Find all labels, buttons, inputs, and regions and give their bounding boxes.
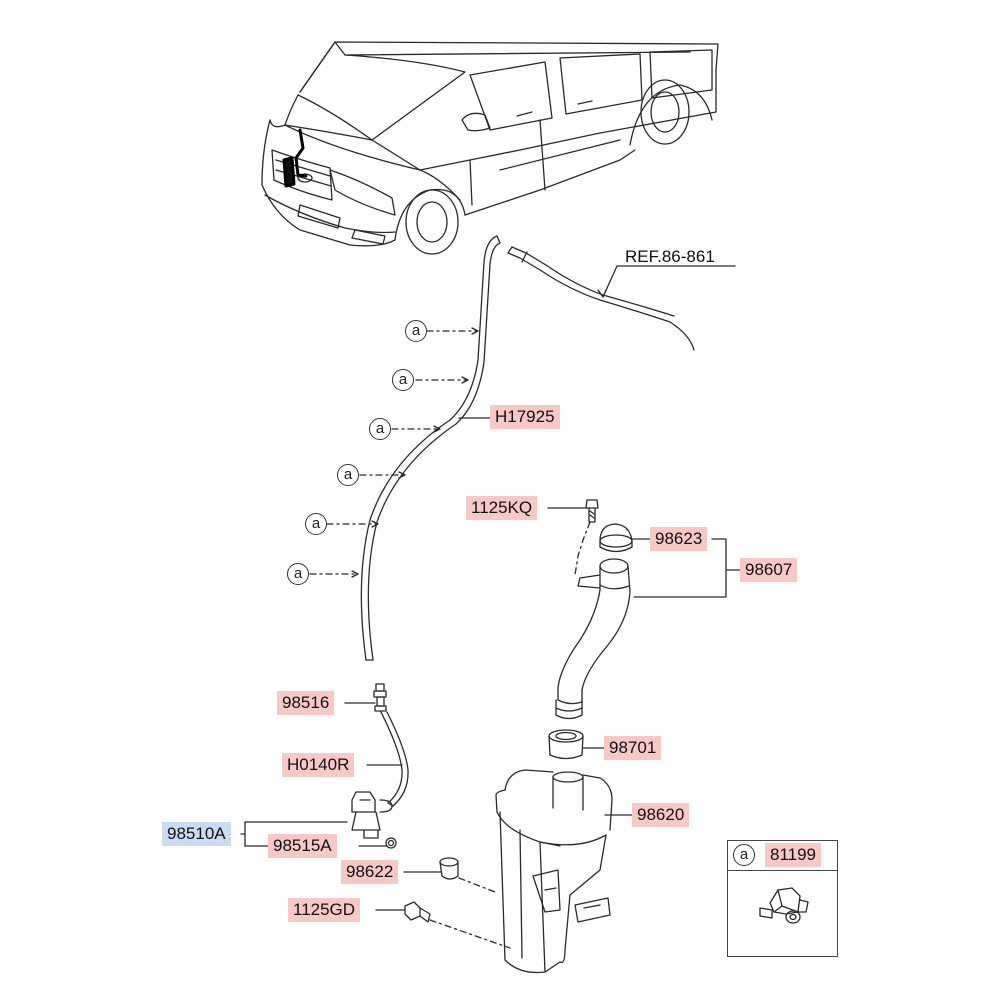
clip-callout-6: a bbox=[287, 563, 309, 585]
part-label-98620: 98620 bbox=[632, 803, 690, 827]
part-label-81199: 81199 bbox=[765, 843, 822, 867]
part-label-98623: 98623 bbox=[650, 527, 708, 551]
clip-callout-arrows bbox=[351, 327, 479, 578]
short-hose-drawing bbox=[366, 711, 409, 807]
part-label-1125kq: 1125KQ bbox=[466, 496, 538, 520]
reservoir-grommet-drawing bbox=[403, 857, 496, 893]
ref-label: REF.86-861 bbox=[625, 247, 715, 266]
vehicle-reservoir-marker bbox=[282, 128, 308, 188]
grommet-drawing bbox=[548, 729, 605, 760]
vehicle-outline bbox=[261, 41, 719, 255]
clip-callout-5: a bbox=[305, 513, 327, 535]
part-label-98607: 98607 bbox=[740, 558, 798, 582]
inset-divider bbox=[728, 870, 837, 871]
filler-neck-drawing bbox=[555, 538, 741, 720]
clip-inset-box bbox=[727, 840, 838, 957]
pump-drawing bbox=[240, 791, 397, 849]
clip-inset-drawing bbox=[759, 887, 809, 924]
part-label-h17925: H17925 bbox=[490, 405, 560, 429]
clip-callout-3: a bbox=[369, 418, 391, 440]
top-bolt-drawing bbox=[547, 499, 599, 576]
clip-callout-1: a bbox=[405, 320, 427, 342]
part-label-98515a: 98515A bbox=[268, 834, 337, 858]
inset-callout: a bbox=[733, 844, 755, 866]
main-hose-drawing bbox=[360, 235, 501, 661]
clip-callout-lines bbox=[309, 330, 479, 575]
part-label-98701: 98701 bbox=[604, 736, 662, 760]
part-label-98510a: 98510A bbox=[162, 822, 231, 846]
bottom-bolt-drawing bbox=[375, 901, 511, 949]
reservoir-drawing bbox=[495, 769, 633, 974]
part-label-98622: 98622 bbox=[341, 860, 399, 884]
ref-hose bbox=[507, 246, 736, 351]
part-label-h0140r: H0140R bbox=[282, 753, 355, 777]
clip-callout-4: a bbox=[337, 464, 359, 486]
clip-callout-2: a bbox=[392, 369, 414, 391]
part-label-1125gd: 1125GD bbox=[288, 898, 361, 922]
cap-drawing bbox=[599, 523, 651, 553]
part-label-98516: 98516 bbox=[277, 691, 335, 715]
connector-drawing bbox=[344, 683, 387, 712]
